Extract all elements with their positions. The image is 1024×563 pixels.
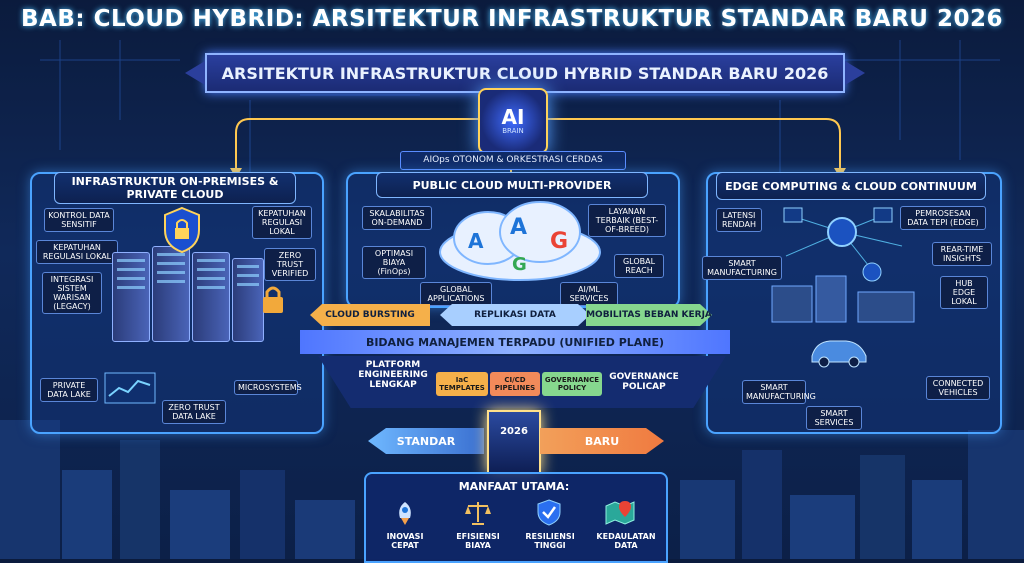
iac-templates-piece: IaC TEMPLATES (436, 372, 488, 396)
ai-brain-chip: AI BRAIN (478, 88, 548, 154)
standar-arrow: STANDAR (368, 428, 484, 454)
svg-text:G: G (550, 229, 568, 254)
ai-chip-label: AI (501, 105, 525, 129)
page-title: BAB: CLOUD HYBRID: ARSITEKTUR INFRASTRUK… (21, 6, 1003, 32)
benefits-heading: MANFAAT UTAMA: (458, 480, 570, 493)
unified-plane-bar: BIDANG MANAJEMEN TERPADU (UNIFIED PLANE) (300, 330, 730, 354)
workload-mobility-arrow: MOBILITAS BEBAN KERJA (586, 304, 712, 326)
padlock-icon (263, 286, 283, 313)
connected-car-icon (811, 340, 867, 368)
multi-cloud-icon: A A G G (439, 201, 601, 281)
right-label-1: LATENSI RENDAH (716, 208, 762, 232)
governance-policy-piece: GOVERNANCE POLICY (542, 372, 602, 396)
data-replication-arrow: REPLIKASI DATA (440, 304, 590, 326)
svg-text:A: A (510, 215, 527, 240)
benefit-2: EFISIENSI BIAYA (456, 532, 500, 550)
left-label-3: INTEGRASI SISTEM WARISAN (LEGACY) (42, 272, 102, 314)
aiops-label: AIOps OTONOM & ORKESTRASI CERDAS (400, 151, 626, 170)
door-2026 (487, 410, 541, 474)
rocket-icon (399, 502, 411, 525)
public-cloud-title: PUBLIC CLOUD MULTI-PROVIDER (376, 172, 648, 198)
platform-engineering-label: PLATFORM ENGINEERING LENGKAP (358, 360, 428, 390)
benefit-1: INOVASI CEPAT (386, 532, 424, 550)
benefit-3: RESILIENSI TINGGI (525, 532, 575, 550)
governance-policap-label: GOVERNANCE POLICAP (609, 372, 679, 392)
left-label-6: PRIVATE DATA LAKE (40, 378, 98, 402)
right-label-2: PEMROSESAN DATA TEPI (EDGE) (900, 206, 986, 230)
shield-lock-icon (164, 206, 200, 254)
right-label-3: REAR-TIME INSIGHTS (932, 242, 992, 266)
svg-text:G: G (512, 254, 527, 275)
left-label-5: ZERO TRUST VERIFIED (264, 248, 316, 281)
diagram-banner: ARSITEKTUR INFRASTRUKTUR CLOUD HYBRID ST… (185, 53, 865, 93)
right-label-4: SMART MANUFACTURING (702, 256, 782, 280)
left-label-7: ZERO TRUST DATA LAKE (162, 400, 226, 424)
server-rack-2 (152, 246, 190, 342)
server-rack-1 (112, 252, 150, 342)
edge-network-icon (771, 207, 915, 323)
right-label-8: CONNECTED VEHICLES (926, 376, 990, 400)
baru-arrow: BARU (540, 428, 664, 454)
center-label-2: OPTIMASI BIAYA (FinOps) (362, 246, 426, 279)
shield-check-icon (537, 499, 561, 526)
right-label-7: SMART SERVICES (806, 406, 862, 430)
center-label-1: SKALABILITAS ON-DEMAND (362, 206, 432, 230)
edge-title: EDGE COMPUTING & CLOUD CONTINUUM (716, 172, 986, 200)
left-label-2: KEPATUHAN REGULASI LOKAL (36, 240, 118, 264)
benefit-4: KEDAULATAN DATA (596, 532, 656, 550)
center-label-4: LAYANAN TERBAIK (BEST-OF-BREED) (588, 204, 666, 237)
right-label-5: HUB EDGE LOKAL (940, 276, 988, 309)
balance-scale-icon (465, 502, 491, 525)
center-label-3: GLOBAL APPLICATIONS (420, 282, 492, 306)
on-prem-title: INFRASTRUKTUR ON-PREMISES & PRIVATE CLOU… (54, 172, 296, 204)
server-rack-3 (192, 252, 230, 342)
ai-chip-sublabel: BRAIN (502, 127, 524, 135)
cicd-pipelines-piece: CI/CD PIPELINES (490, 372, 540, 396)
map-pin-icon (605, 501, 635, 525)
left-label-1: KONTROL DATA SENSITIF (44, 208, 114, 232)
left-label-4: KEPATUHAN REGULASI LOKAL (252, 206, 312, 239)
center-label-5: GLOBAL REACH (614, 254, 664, 278)
year-label: 2026 (500, 426, 528, 437)
svg-text:A: A (468, 229, 484, 253)
right-label-6: SMART MANUFACTURING (742, 380, 816, 404)
monitor-chart-icon (104, 372, 156, 404)
left-label-8: MICROSYSTEMS (234, 380, 302, 395)
cloud-bursting-arrow: CLOUD BURSTING (310, 304, 430, 326)
